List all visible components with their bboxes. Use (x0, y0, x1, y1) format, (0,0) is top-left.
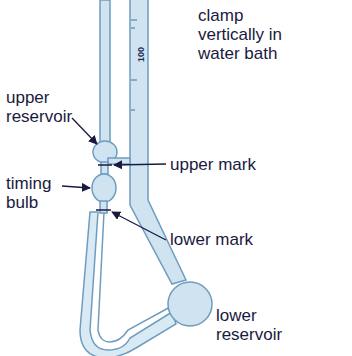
lower-reservoir-bulb (168, 282, 212, 326)
tick (131, 110, 135, 111)
leader-arrow (62, 186, 90, 188)
tick (131, 28, 135, 29)
leader-arrow (114, 164, 166, 165)
leader-arrow (112, 212, 166, 240)
tick (131, 20, 137, 21)
u-tube (80, 212, 176, 356)
graduation-number: 100 (136, 47, 146, 62)
part-label: lower reservoir (216, 306, 296, 344)
lower-neck (100, 201, 107, 213)
left-tube (100, 0, 110, 142)
upper-neck (101, 162, 108, 174)
part-label: timing bulb (6, 174, 64, 212)
leader-arrow (72, 118, 97, 144)
side-connector (108, 158, 130, 164)
lower-mark-line (96, 209, 111, 211)
tick (131, 80, 137, 81)
part-label: upper reservoir (6, 88, 86, 126)
part-label: lower mark (170, 230, 270, 249)
part-label: upper mark (170, 155, 270, 174)
timing-bulb-shape (92, 174, 116, 202)
capillary (98, 212, 172, 342)
instruction-label: clamp vertically in water bath (198, 6, 293, 63)
upper-mark-line (98, 164, 112, 166)
